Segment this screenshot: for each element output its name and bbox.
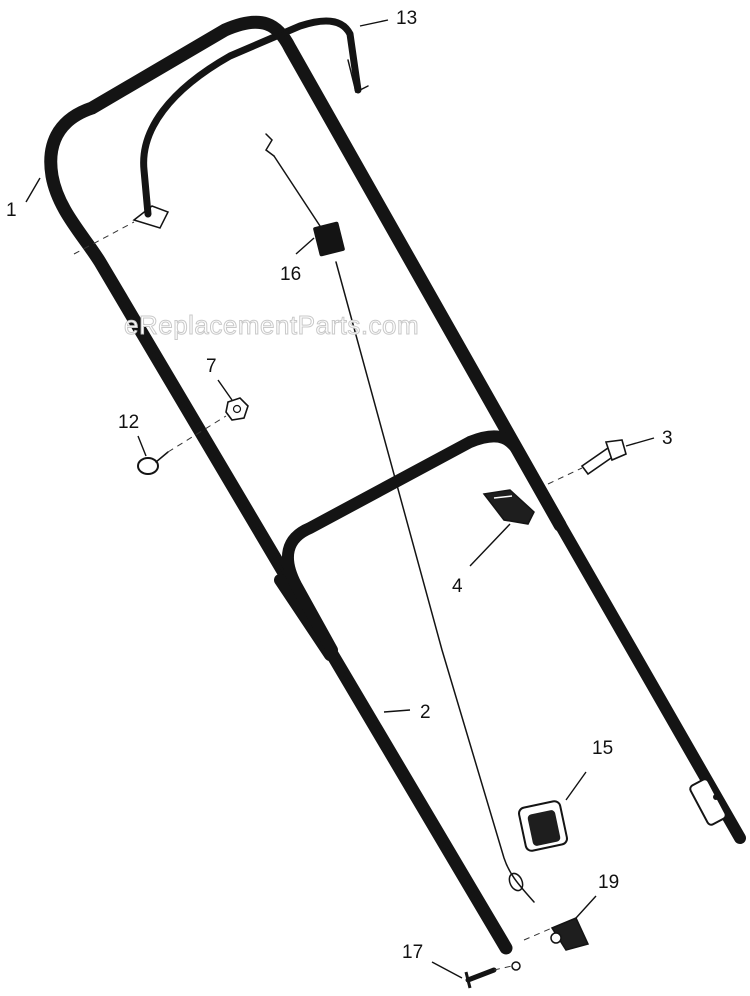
knob-part-4 <box>482 489 535 525</box>
leader-lines <box>25 19 655 979</box>
callout-15: 15 <box>592 738 613 759</box>
mounting-guide-line <box>73 221 135 255</box>
eyebolt-part-12 <box>137 415 227 475</box>
cable-clip-part-15 <box>518 800 568 852</box>
callout-19: 19 <box>598 872 619 893</box>
bolt-part-3 <box>547 439 627 485</box>
wing-nut-part-19 <box>550 917 590 951</box>
callout-12: 12 <box>118 412 139 433</box>
callout-17: 17 <box>402 942 423 963</box>
callout-16: 16 <box>280 264 301 285</box>
control-bail-part-13 <box>132 17 369 229</box>
upper-handle-part-1 <box>44 15 567 955</box>
nut-part-7 <box>225 397 249 421</box>
callout-1: 1 <box>6 200 17 221</box>
lower-handle-part-2 <box>282 430 746 844</box>
screw-part-17 <box>464 961 521 989</box>
callout-13: 13 <box>396 8 417 29</box>
callout-2: 2 <box>420 702 431 723</box>
mounting-guide-line <box>523 927 553 941</box>
callout-3: 3 <box>662 428 673 449</box>
callout-7: 7 <box>206 356 217 377</box>
callout-4: 4 <box>452 576 463 597</box>
watermark: eReplacementParts.com <box>124 310 419 340</box>
cable-part-16 <box>265 133 535 903</box>
